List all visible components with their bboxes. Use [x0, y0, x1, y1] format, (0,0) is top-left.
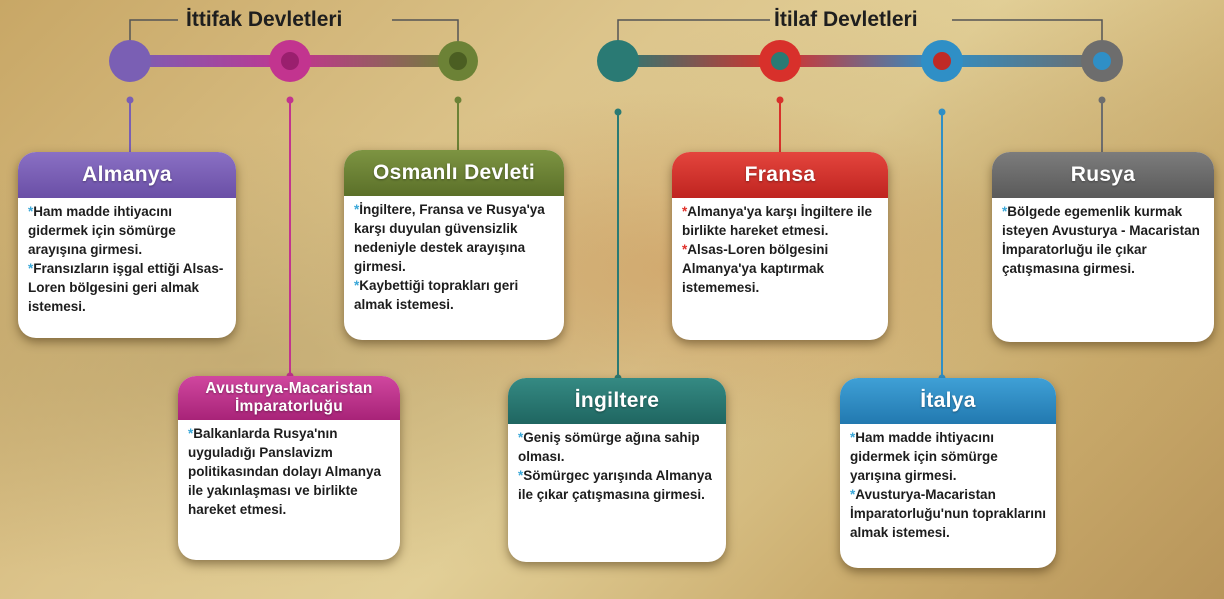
avusturya-node	[269, 40, 311, 82]
header-bracket-right	[952, 19, 1103, 42]
almanya-item: *Fransızların işgal ettiği Alsas-Loren b…	[28, 261, 224, 314]
osmanli-title: Osmanlı Devleti	[344, 150, 564, 196]
itilaf-timeline-bar	[618, 55, 1102, 67]
ingiltere-card: İngiltere *Geniş sömürge ağına sahip olm…	[508, 378, 726, 562]
italya-title: İtalya	[840, 378, 1056, 424]
almanya-item: *Ham madde ihtiyacını gidermek için sömü…	[28, 204, 176, 257]
fransa-item: *Almanya'ya karşı İngiltere ile birlikte…	[682, 204, 873, 238]
ittifak-header: İttifak Devletleri	[186, 8, 343, 31]
ingiltere-item: *Sömürgec yarışında Almanya ile çıkar ça…	[518, 468, 712, 502]
avusturya-item: *Balkanlarda Rusya'nın uyguladığı Pansla…	[188, 426, 382, 517]
almanya-node	[109, 40, 151, 82]
avusturya-title: Avusturya-Macaristan İmparatorluğu	[178, 376, 400, 420]
fransa-node	[759, 40, 801, 82]
ingiltere-item: *Geniş sömürge ağına sahip olması.	[518, 430, 700, 464]
itilaf-header: İtilaf Devletleri	[774, 8, 918, 31]
almanya-title: Almanya	[18, 152, 236, 198]
italya-card: İtalya *Ham madde ihtiyacını gidermek iç…	[840, 378, 1056, 568]
italya-node	[921, 40, 963, 82]
header-bracket-left	[617, 19, 770, 42]
italya-item: *Ham madde ihtiyacını gidermek için sömü…	[850, 430, 998, 483]
rusya-node	[1081, 40, 1123, 82]
ingiltere-title: İngiltere	[508, 378, 726, 424]
rusya-title: Rusya	[992, 152, 1214, 198]
osmanli-node	[438, 41, 478, 81]
fransa-item: *Alsas-Loren bölgesini Almanya'ya kaptır…	[682, 242, 829, 295]
ingiltere-node	[597, 40, 639, 82]
fransa-title: Fransa	[672, 152, 888, 198]
osmanli-item: *İngiltere, Fransa ve Rusya'ya karşı duy…	[354, 202, 545, 274]
osmanli-item: *Kaybettiği toprakları geri almak isteme…	[354, 278, 519, 312]
almanya-card: Almanya *Ham madde ihtiyacını gidermek i…	[18, 152, 236, 338]
italya-item: *Avusturya-Macaristan İmparatorluğu'nun …	[850, 487, 1046, 540]
header-bracket-right	[392, 19, 459, 42]
avusturya-card: Avusturya-Macaristan İmparatorluğu *Balk…	[178, 376, 400, 560]
rusya-card: Rusya *Bölgede egemenlik kurmak isteyen …	[992, 152, 1214, 342]
osmanli-card: Osmanlı Devleti *İngiltere, Fransa ve Ru…	[344, 150, 564, 340]
rusya-item: *Bölgede egemenlik kurmak isteyen Avustu…	[1002, 204, 1200, 276]
header-bracket-left	[129, 19, 178, 42]
fransa-card: Fransa *Almanya'ya karşı İngiltere ile b…	[672, 152, 888, 340]
